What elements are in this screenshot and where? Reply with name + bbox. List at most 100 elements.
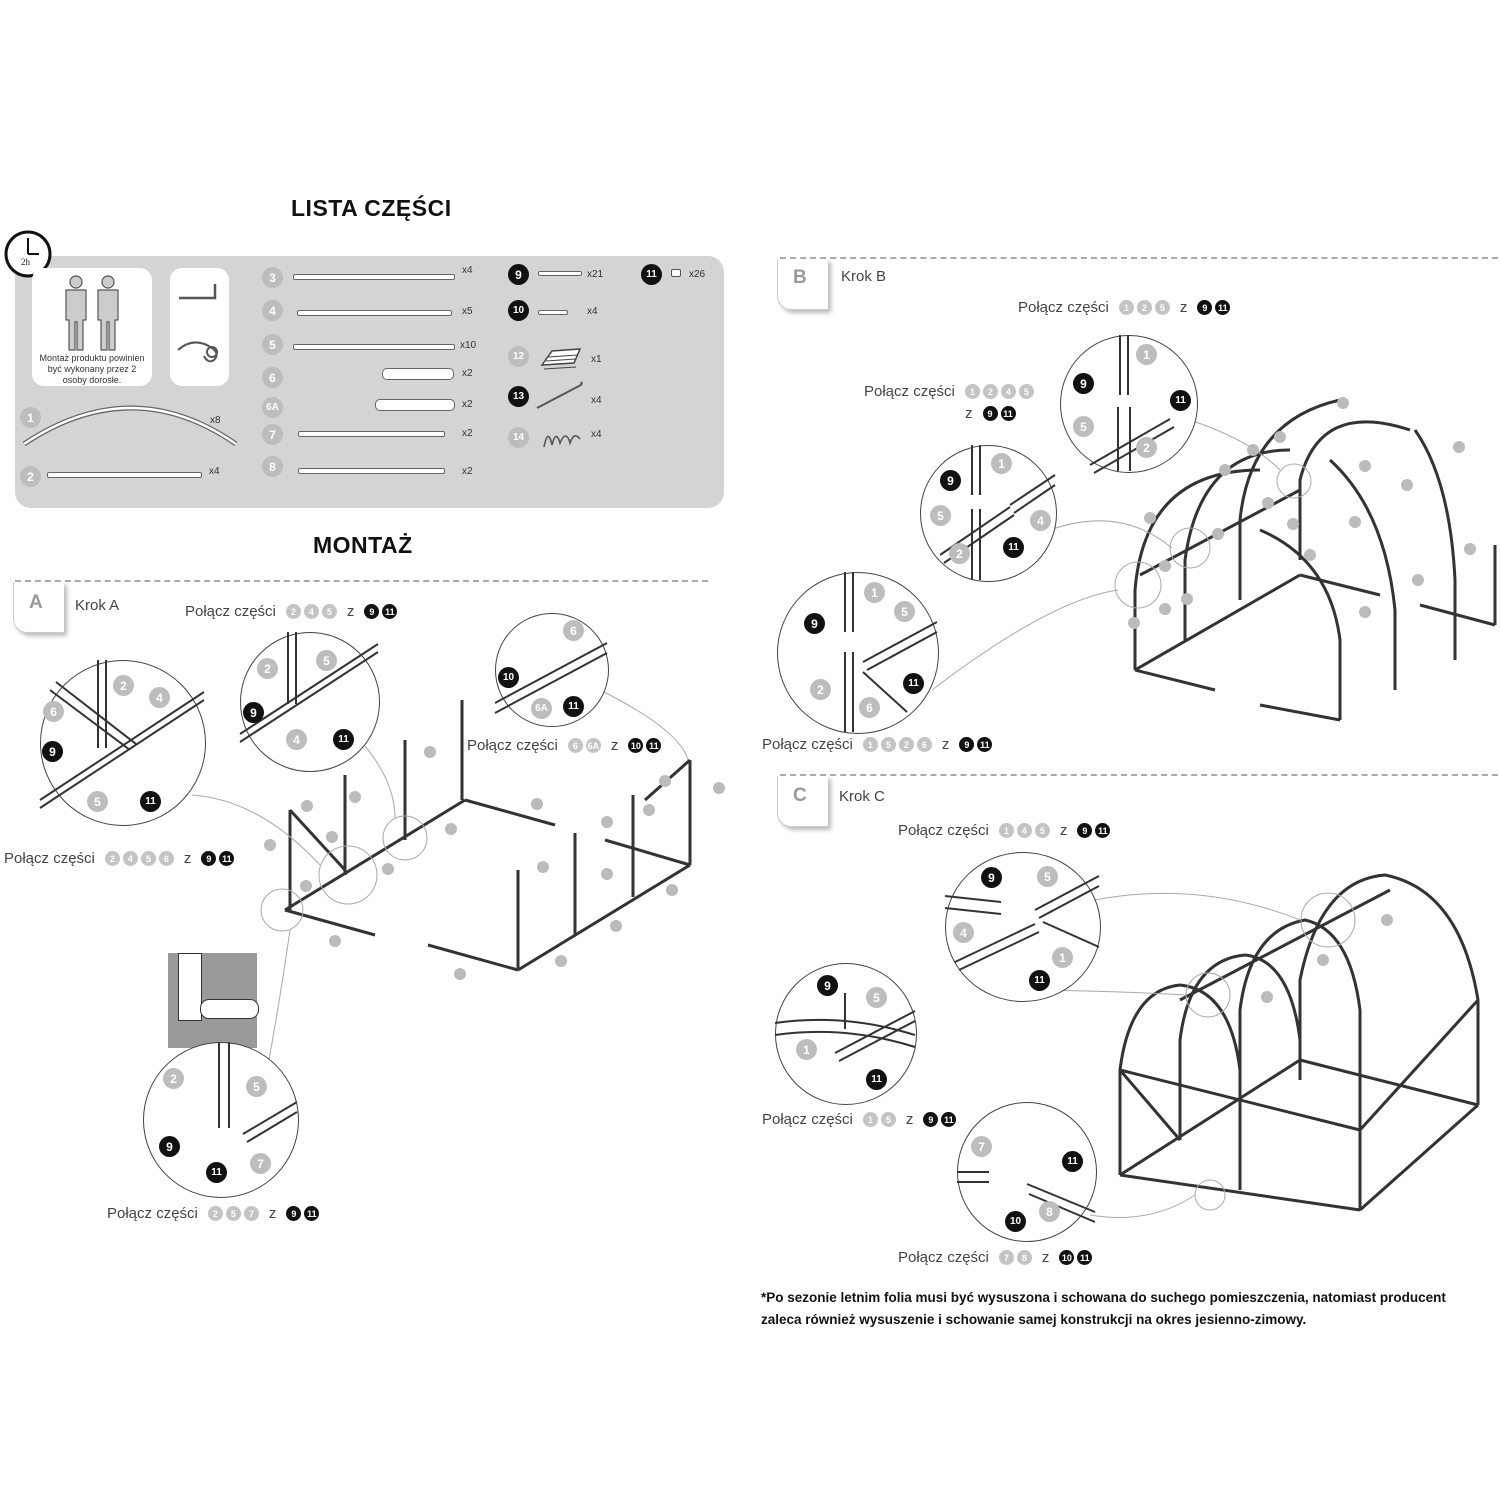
part-chip: 5 — [1034, 823, 1050, 838]
part-chip: 5 — [880, 737, 896, 752]
hardware-chip: 11 — [941, 1112, 957, 1127]
part-chip: 8 — [1016, 1250, 1032, 1265]
caption-with-word: z — [268, 1205, 277, 1222]
step-b-name: Krok B — [841, 268, 887, 285]
step-a-name: Krok A — [75, 597, 120, 614]
hardware-chip: 10 — [1059, 1250, 1075, 1265]
part-number-4: 4 — [262, 300, 283, 321]
caption-label: Połącz części — [898, 1249, 989, 1266]
part-4-qty: x5 — [462, 306, 473, 317]
detail-b2-num-2: 2 — [949, 543, 970, 564]
detail-b3-num-1: 1 — [864, 582, 885, 603]
part-chip: 2 — [207, 1206, 223, 1221]
part-number-14: 14 — [508, 427, 529, 448]
detail-c2-num-9: 9 — [817, 975, 838, 996]
detail-a1-num-9: 9 — [42, 741, 63, 762]
hardware-chip: 11 — [1215, 300, 1231, 315]
part-number-6a: 6A — [262, 397, 283, 418]
part-chip: 2 — [1136, 300, 1152, 315]
part-chip: 5 — [140, 851, 156, 866]
detail-a3-num-10: 10 — [498, 667, 519, 688]
detail-c3-drawing — [957, 1171, 1096, 1223]
part-5-qty: x10 — [460, 340, 477, 351]
hardware-chip: 9 — [286, 1206, 302, 1221]
step-a-tab — [13, 582, 64, 633]
detail-b1-num-5: 5 — [1073, 416, 1094, 437]
caption-with-word: z — [1179, 299, 1188, 316]
part-chip: 5 — [1154, 300, 1170, 315]
detail-a4-num-11: 11 — [206, 1162, 227, 1183]
part-10-bolt — [538, 310, 568, 315]
footnote: *Po sezonie letnim folia musi być wysusz… — [761, 1290, 1446, 1327]
hardware-chip: 9 — [923, 1112, 939, 1127]
part-number-6: 6 — [262, 367, 283, 388]
part-chip: 1 — [1118, 300, 1134, 315]
part-chip: 4 — [1016, 823, 1032, 838]
step-b-detail-3 — [777, 572, 939, 734]
part-6a-tube — [375, 399, 455, 411]
hardware-chip: 11 — [219, 851, 235, 866]
caption-with-word: z — [183, 850, 192, 867]
hardware-chip: 11 — [977, 737, 993, 752]
caption-with-word: z — [905, 1111, 914, 1128]
detail-c3-num-8: 8 — [1039, 1201, 1060, 1222]
part-2-rod — [47, 472, 202, 478]
detail-a4-num-9: 9 — [159, 1136, 180, 1157]
part-chip: 4 — [1000, 384, 1016, 399]
detail-c3-num-11: 11 — [1062, 1151, 1083, 1172]
hardware-chip: 10 — [628, 738, 644, 753]
detail-c2-drawing — [774, 993, 916, 1062]
hardware-chip: 9 — [1077, 823, 1093, 838]
hardware-chip: 9 — [982, 406, 998, 421]
step-b-letter: B — [793, 267, 807, 288]
part-chip: 1 — [862, 1112, 878, 1127]
detail-a1-num-4: 4 — [149, 687, 170, 708]
part-1-qty: x8 — [210, 415, 221, 426]
detail-a1-num-11: 11 — [140, 791, 161, 812]
two-people-icon — [65, 275, 119, 351]
detail-a2-num-2: 2 — [257, 658, 278, 679]
detail-b3-num-2: 2 — [810, 679, 831, 700]
detail-a2-drawing — [239, 632, 379, 743]
hardware-chip: 11 — [1077, 1250, 1093, 1265]
detail-b1-num-1: 1 — [1136, 344, 1157, 365]
detail-c2-num-5: 5 — [866, 987, 887, 1008]
detail-b3-num-5: 5 — [894, 601, 915, 622]
step-c-letter: C — [793, 785, 807, 806]
part-8-qty: x2 — [462, 466, 473, 477]
time-label: 2h — [21, 257, 30, 267]
caption-with-word: z — [1059, 822, 1068, 839]
detail-a2-num-9: 9 — [243, 702, 264, 723]
part-number-10: 10 — [508, 300, 529, 321]
part-chip: 1 — [964, 384, 980, 399]
clock-icon: 2h — [3, 229, 53, 279]
peg-icon — [536, 381, 583, 409]
wrench-icon — [177, 341, 218, 363]
part-13-qty: x4 — [591, 395, 602, 406]
hardware-chip: 11 — [304, 1206, 320, 1221]
part-number-5: 5 — [262, 334, 283, 355]
part-chip: 2 — [898, 737, 914, 752]
step-b-divider — [780, 257, 1498, 259]
hardware-chip: 11 — [1000, 406, 1016, 421]
part-number-8: 8 — [262, 456, 283, 477]
part-4-rod — [297, 310, 452, 316]
detail-b3-num-11: 11 — [903, 673, 924, 694]
detail-a4-num-7: 7 — [250, 1153, 271, 1174]
detail-a2-num-4: 4 — [286, 729, 307, 750]
tools-card — [170, 268, 229, 386]
step-a-detail-2 — [240, 632, 380, 772]
part-chip: 6 — [567, 738, 583, 753]
part-10-qty: x4 — [587, 306, 598, 317]
detail-a1-drawing — [39, 660, 205, 809]
assembly-title: MONTAŻ — [313, 532, 413, 558]
caption-label: Połącz części — [898, 822, 989, 839]
part-chip: 4 — [303, 604, 319, 619]
step-c-name: Krok C — [839, 788, 885, 805]
